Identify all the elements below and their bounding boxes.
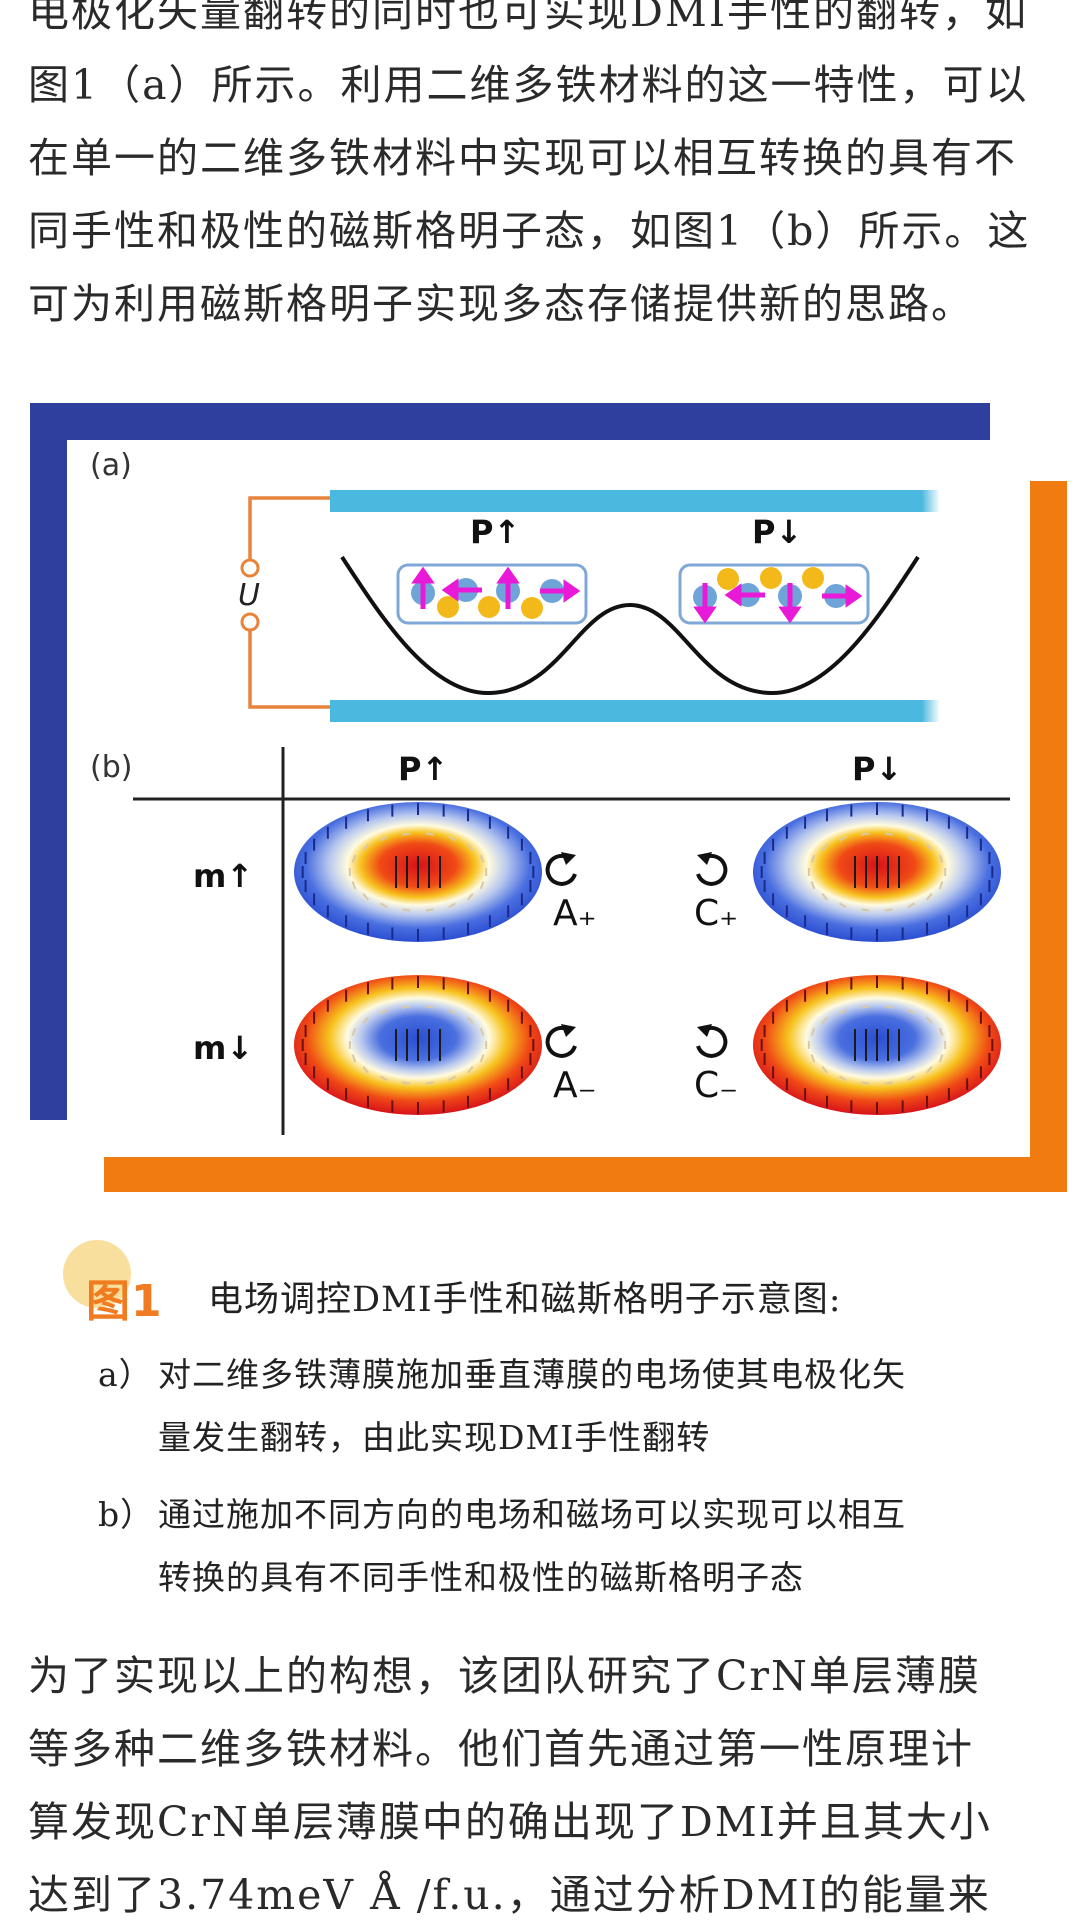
crystal-structure-p-down [678,563,870,625]
m-down-row-header: m↓ [193,1029,253,1067]
skyrmion-a-plus [294,802,542,942]
caption-item-marker: a） [98,1355,153,1394]
figure-label: 图1 [86,1276,163,1327]
p-down-column-header: P↓ [852,750,902,788]
figure-1-diagram: (a) U P↑ P↓ [30,403,1067,1192]
terminal-bottom [240,612,260,632]
top-electrode-plate [330,490,940,512]
frame-left-bar [30,403,67,1120]
text-line: 等多种二维多铁材料。他们首先通过第一性原理计 [28,1725,974,1773]
rotation-icon-c-minus [696,1024,728,1058]
text-line: 电极化矢量翻转的同时也可实现DMI手性的翻转，如 [28,0,1029,36]
text-line: 同手性和极性的磁斯格明子态，如图1（b）所示。这 [28,207,1031,255]
skyrmion-c-plus [753,802,1001,942]
frame-right-bar [1030,481,1067,1191]
caption-item-marker: b） [98,1495,155,1534]
double-well-energy-curve [340,555,920,696]
body-paragraph-bottom: 为了实现以上的构想，该团队研究了CrN单层薄膜 等多种二维多铁材料。他们首先通过… [28,1640,1058,1932]
panel-b-label: (b) [90,750,132,785]
p-up-label-a: P↑ [470,513,520,551]
caption-item-text: 通过施加不同方向的电场和磁场可以实现可以相互 [158,1495,906,1534]
p-down-label-a: P↓ [752,513,802,551]
panel-a-label: (a) [90,448,132,483]
caption-item-text: 量发生翻转，由此实现DMI手性翻转 [158,1418,711,1457]
terminal-top [240,558,260,578]
m-up-row-header: m↑ [193,857,253,895]
state-label-c-plus: C₊ [694,893,738,934]
crystal-structure-p-up [396,563,588,625]
text-line: 为了实现以上的构想，该团队研究了CrN单层薄膜 [28,1652,981,1700]
frame-bottom-bar [104,1157,1067,1192]
caption-item-a: a）对二维多铁薄膜施加垂直薄膜的电场使其电极化矢 量发生翻转，由此实现DMI手性… [98,1343,1028,1469]
text-line: 在单一的二维多铁材料中实现可以相互转换的具有不 [28,134,1017,182]
text-line: 图1（a）所示。利用二维多铁材料的这一特性，可以 [28,61,1029,109]
circuit-wire [248,496,330,709]
text-line: 算发现CrN单层薄膜中的确出现了DMI并且其大小 [28,1798,992,1846]
text-line: 达到了3.74meV Å /f.u.，通过分析DMI的能量来 [28,1871,991,1919]
voltage-label: U [238,578,260,613]
rotation-icon-c-plus [696,852,728,886]
state-label-a-minus: A₋ [553,1065,597,1106]
state-label-a-plus: A₊ [553,893,597,934]
rotation-icon-a-minus [545,1024,577,1058]
caption-item-b: b）通过施加不同方向的电场和磁场可以实现可以相互 转换的具有不同手性和极性的磁斯… [98,1483,1028,1609]
skyrmion-c-minus [753,975,1001,1115]
frame-top-bar [30,403,990,440]
text-line: 可为利用磁斯格明子实现多态存储提供新的思路。 [28,280,974,328]
p-up-column-header: P↑ [398,750,448,788]
state-label-c-minus: C₋ [694,1065,738,1106]
caption-item-text: 转换的具有不同手性和极性的磁斯格明子态 [158,1558,804,1597]
bottom-electrode-plate [330,700,940,722]
figure-label-highlight [63,1240,131,1308]
rotation-icon-a-plus [545,852,577,886]
figure-caption-title: 电场调控DMI手性和磁斯格明子示意图: [208,1280,842,1320]
caption-item-text: 对二维多铁薄膜施加垂直薄膜的电场使其电极化矢 [158,1355,906,1394]
body-paragraph-top: 电极化矢量翻转的同时也可实现DMI手性的翻转，如 图1（a）所示。利用二维多铁材… [28,0,1058,341]
skyrmion-a-minus [294,975,542,1115]
